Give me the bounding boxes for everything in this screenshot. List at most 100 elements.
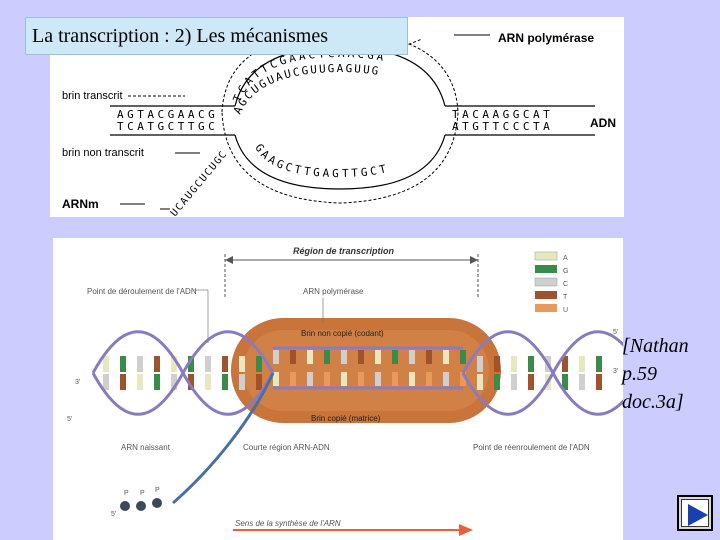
- base-top: [426, 350, 432, 364]
- base-top: [511, 356, 517, 372]
- helix-strand-2: [91, 330, 275, 416]
- right-bottom-sequence: ATGTTCCCTA: [452, 120, 553, 133]
- legend-t: T: [563, 294, 568, 301]
- legend-swatch-g: [535, 265, 557, 273]
- rna-5prime: 5': [111, 511, 116, 518]
- non-copied-strand-label: Brin non copié (codant): [301, 329, 384, 338]
- base-bottom: [120, 374, 126, 390]
- short-region-label: Courte région ARN-ADN: [243, 443, 330, 452]
- base-bottom: [307, 372, 313, 386]
- base-bottom: [154, 374, 160, 390]
- base-top: [392, 350, 398, 364]
- base-bottom: [579, 374, 585, 390]
- base-top: [443, 350, 449, 364]
- base-top: [188, 356, 194, 372]
- base-bottom: [341, 372, 347, 386]
- base-bottom: [358, 372, 364, 386]
- polymerase-outline: [221, 30, 459, 204]
- slide-title: La transcription : 2) Les mécanismes: [32, 25, 329, 47]
- base-top: [290, 350, 296, 364]
- base-bottom: [205, 374, 211, 390]
- base-top: [341, 350, 347, 364]
- base-top: [137, 356, 143, 372]
- rewinding-point-label: Point de réenroulement de l'ADN: [473, 443, 590, 452]
- base-legend: A G C T U: [534, 251, 568, 314]
- rna-polymerase-label: ARN polymérase: [498, 31, 594, 45]
- legend-swatch-a: [534, 251, 558, 261]
- base-bottom: [443, 372, 449, 386]
- legend-c: C: [563, 281, 568, 288]
- legend-g: G: [563, 268, 568, 275]
- base-bottom: [392, 372, 398, 386]
- base-top: [256, 356, 262, 372]
- base-top: [154, 356, 160, 372]
- region-label: Région de transcription: [293, 246, 395, 256]
- base-bottom: [477, 374, 483, 390]
- left-bottom-sequence: TCATGCTTGC: [117, 120, 218, 133]
- base-top: [171, 356, 177, 372]
- base-bottom: [596, 374, 602, 390]
- left-top-sequence: AGTACGAACG: [117, 108, 218, 121]
- base-bottom: [562, 374, 568, 390]
- base-bottom: [188, 374, 194, 390]
- base-bottom: [375, 372, 381, 386]
- base-top: [477, 356, 483, 372]
- base-bottom: [256, 374, 262, 390]
- base-bottom: [494, 374, 500, 390]
- bubble-bottom-sequence: GAAGCTTGAGTTGCT: [252, 142, 390, 180]
- legend-u: U: [563, 307, 568, 314]
- phosphate-dot-1: [120, 501, 130, 511]
- base-bottom: [103, 374, 109, 390]
- base-top: [120, 356, 126, 372]
- phosphate-dot-2: [136, 501, 146, 511]
- base-top: [528, 356, 534, 372]
- base-top: [358, 350, 364, 364]
- base-bottom: [528, 374, 534, 390]
- base-top: [409, 350, 415, 364]
- base-bottom: [324, 372, 330, 386]
- transcription-detail-diagram: Région de transcription A G C T U: [53, 238, 623, 540]
- copied-strand-label: Brin copié (matrice): [311, 414, 381, 423]
- helix-strand-4: [461, 330, 623, 416]
- legend-swatch-u: [535, 304, 557, 312]
- phosphate-p3: P: [155, 487, 160, 494]
- non-transcribed-strand-arc: [234, 134, 446, 190]
- base-top: [103, 356, 109, 372]
- base-top: [375, 350, 381, 364]
- base-bottom: [290, 372, 296, 386]
- nascent-rna-label: ARN naissant: [121, 443, 171, 452]
- base-top: [460, 350, 466, 364]
- non-transcribed-strand-label: brin non transcrit: [62, 147, 144, 159]
- synthesis-direction-label: Sens de la synthèse de l'ARN: [235, 519, 341, 528]
- synthesis-arrow-head: [459, 524, 473, 536]
- base-bottom: [222, 374, 228, 390]
- play-arrow-icon: [688, 504, 708, 526]
- phosphate-p1: P: [124, 490, 129, 497]
- base-bottom: [426, 372, 432, 386]
- base-bottom: [409, 372, 415, 386]
- base-top: [324, 350, 330, 364]
- right-5prime: 5': [613, 329, 618, 336]
- base-top: [205, 356, 211, 372]
- transcribed-strand-label: brin transcrit: [62, 90, 123, 102]
- base-top: [239, 356, 245, 372]
- base-bottom: [460, 372, 466, 386]
- base-top: [222, 356, 228, 372]
- base-bottom: [511, 374, 517, 390]
- nascent-rna-strand: [172, 372, 275, 505]
- phosphate-p2: P: [140, 490, 145, 497]
- base-pairs: [103, 350, 602, 390]
- unwinding-point-label: Point de déroulement de l'ADN: [87, 287, 197, 296]
- legend-a: A: [563, 255, 568, 262]
- base-top: [562, 356, 568, 372]
- base-bottom: [239, 374, 245, 390]
- left-3prime: 3': [75, 379, 80, 386]
- dna-label: ADN: [590, 116, 616, 130]
- base-bottom: [171, 374, 177, 390]
- legend-swatch-t: [535, 291, 557, 299]
- mrna-tail-sequence: UCAUGCUCUGC: [169, 149, 230, 217]
- base-bottom: [273, 372, 279, 386]
- next-slide-button[interactable]: [677, 495, 713, 531]
- right-top-sequence: TACAAGGCAT: [452, 108, 553, 121]
- base-top: [596, 356, 602, 372]
